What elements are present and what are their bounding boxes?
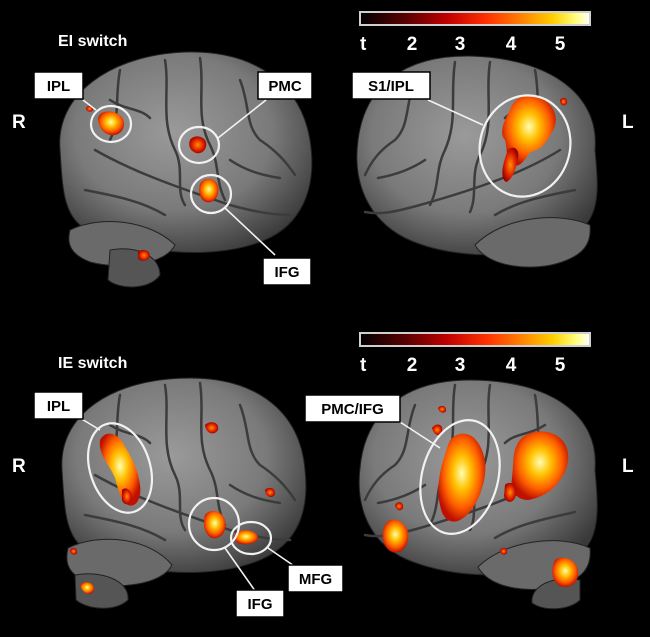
activation-blob bbox=[500, 547, 508, 555]
activation-blob bbox=[189, 136, 207, 154]
activation-blob bbox=[205, 422, 219, 434]
panel-title-ei: EI switch bbox=[58, 33, 127, 50]
hemisphere-label-right: R bbox=[12, 456, 26, 477]
label-ipl-bottom: IPL bbox=[33, 391, 84, 420]
activation-blob bbox=[70, 547, 78, 555]
activation-blob bbox=[138, 249, 150, 261]
colorbar-symbol: t bbox=[360, 355, 367, 376]
colorbar-tick: 4 bbox=[506, 355, 517, 376]
colorbar-top: t 2 3 4 5 bbox=[359, 11, 591, 55]
activation-blob bbox=[122, 488, 132, 505]
activation-blob bbox=[99, 433, 141, 506]
activation-blob bbox=[265, 487, 276, 498]
svg-text:S1/IPL: S1/IPL bbox=[368, 78, 414, 95]
activation-blob bbox=[203, 510, 226, 539]
hemisphere-label-right: R bbox=[12, 112, 26, 133]
hemisphere-label-left: L bbox=[622, 112, 634, 133]
label-mfg-bottom: MFG bbox=[287, 564, 344, 593]
activation-blob bbox=[80, 582, 95, 595]
colorbar-symbol: t bbox=[360, 34, 367, 55]
activation-blob bbox=[233, 530, 258, 545]
activation-blob bbox=[504, 482, 517, 502]
activation-blob bbox=[511, 431, 569, 500]
brain-top-left bbox=[59, 51, 313, 288]
colorbar-tick: 3 bbox=[455, 355, 466, 376]
label-ipl-top: IPL bbox=[33, 71, 84, 100]
svg-text:PMC: PMC bbox=[268, 78, 302, 95]
activation-blob bbox=[98, 111, 124, 136]
activation-blob bbox=[382, 519, 409, 553]
colorbar-tick: 2 bbox=[407, 355, 418, 376]
label-pmcifg-bottom: PMC/IFG bbox=[304, 394, 401, 423]
svg-text:IPL: IPL bbox=[47, 398, 70, 415]
activation-blob bbox=[502, 95, 556, 166]
annotations-top bbox=[82, 94, 572, 256]
activation-blob bbox=[432, 424, 443, 436]
label-s1ipl-top: S1/IPL bbox=[351, 71, 431, 100]
activation-blob bbox=[552, 557, 579, 588]
hemisphere-label-left: L bbox=[622, 456, 634, 477]
svg-text:IFG: IFG bbox=[275, 264, 300, 281]
colorbar-tick: 3 bbox=[455, 34, 466, 55]
activation-blob bbox=[199, 178, 219, 203]
label-ifg-top: IFG bbox=[262, 257, 312, 286]
panel-title-ie: IE switch bbox=[58, 355, 127, 372]
brain-top-right bbox=[356, 55, 598, 268]
activation-blob bbox=[438, 433, 486, 522]
activation-blob bbox=[395, 502, 404, 511]
label-pmc-top: PMC bbox=[257, 71, 313, 100]
svg-text:IPL: IPL bbox=[47, 78, 70, 95]
activation-blob bbox=[502, 147, 519, 182]
colorbar-bottom: t 2 3 4 5 bbox=[359, 332, 591, 376]
svg-text:MFG: MFG bbox=[299, 571, 332, 588]
label-ifg-bottom: IFG bbox=[235, 589, 285, 618]
colorbar-tick: 5 bbox=[555, 355, 566, 376]
activation-blob bbox=[438, 405, 447, 413]
activation-blob bbox=[560, 97, 568, 106]
colorbar-tick: 4 bbox=[506, 34, 517, 55]
brain-bottom-right bbox=[358, 379, 598, 610]
colorbar-tick: 5 bbox=[555, 34, 566, 55]
svg-text:PMC/IFG: PMC/IFG bbox=[321, 401, 384, 418]
svg-text:IFG: IFG bbox=[248, 596, 273, 613]
colorbar-tick: 2 bbox=[407, 34, 418, 55]
